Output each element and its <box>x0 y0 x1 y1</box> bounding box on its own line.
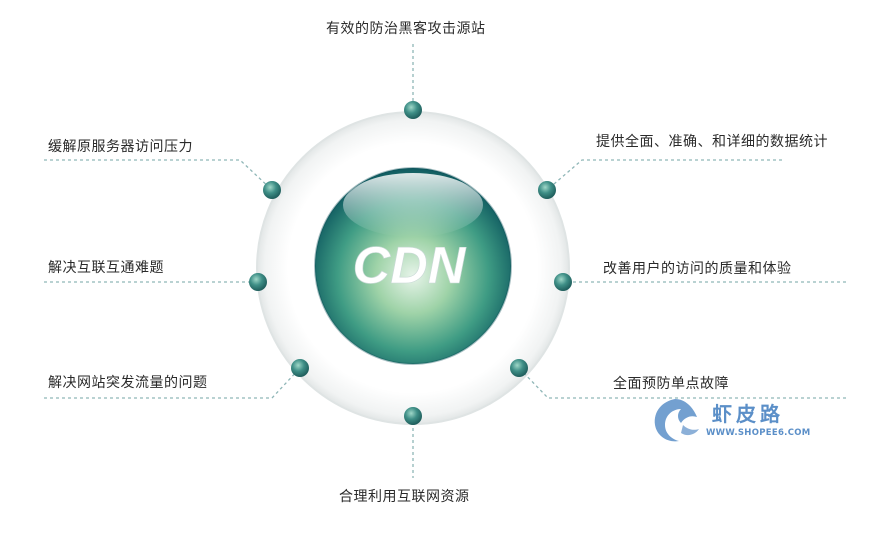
benefit-upper-right-label: 提供全面、准确、和详细的数据统计 <box>596 134 828 150</box>
node-lower-left <box>291 359 309 377</box>
dragon-logo-icon <box>654 399 699 442</box>
cdn-sphere <box>314 167 512 365</box>
node-lower-right <box>510 359 528 377</box>
node-bottom <box>404 407 422 425</box>
benefit-top-label: 有效的防治黑客攻击源站 <box>326 21 486 37</box>
watermark-url: WWW.SHOPEE6.COM <box>706 428 811 438</box>
cdn-title: CDN <box>353 237 467 295</box>
benefit-bottom-label: 合理利用互联网资源 <box>339 489 470 505</box>
ring-nodes <box>249 101 572 425</box>
node-middle-right <box>554 273 572 291</box>
benefit-middle-right-label: 改善用户的访问的质量和体验 <box>603 261 792 277</box>
connector-lines <box>44 44 846 478</box>
benefit-middle-left-label: 解决互联互通难题 <box>48 260 164 276</box>
watermark-name: 虾皮路 <box>712 402 784 426</box>
benefit-lower-right-label: 全面预防单点故障 <box>613 376 729 392</box>
benefit-upper-left-label: 缓解原服务器访问压力 <box>48 139 193 155</box>
node-middle-left <box>249 273 267 291</box>
node-top <box>404 101 422 119</box>
node-upper-left <box>263 181 281 199</box>
benefit-lower-left-label: 解决网站突发流量的问题 <box>48 375 208 391</box>
node-upper-right <box>538 181 556 199</box>
